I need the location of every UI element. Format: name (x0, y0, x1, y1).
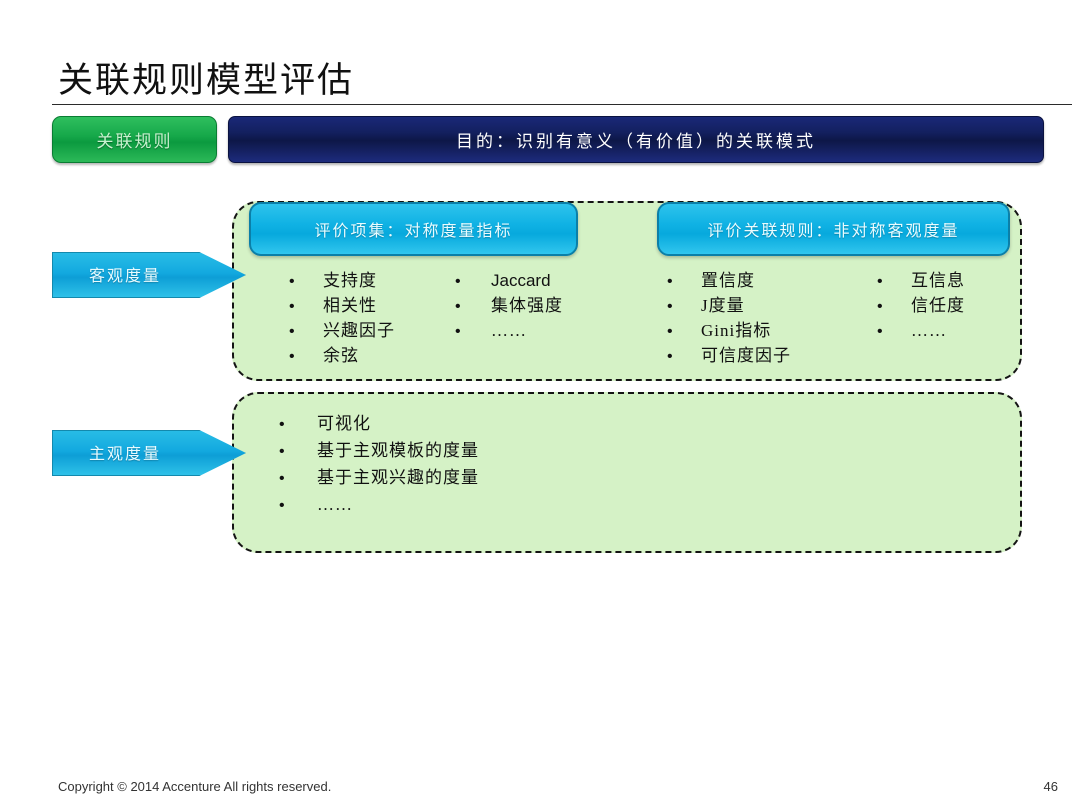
itemset-measures-column-1: • 支持度 • 相关性 • 兴趣因子 • 余弦 (289, 268, 395, 368)
list-item-label: J度量 (701, 296, 745, 315)
list-item: • Jaccard (455, 268, 563, 293)
page-title: 关联规则模型评估 (58, 61, 355, 100)
list-item: • 基于主观模板的度量 (279, 437, 479, 464)
list-item-label: …… (491, 321, 527, 340)
bullet-icon: • (289, 323, 295, 340)
callout-subjective-measures-label: 主观度量 (88, 446, 161, 463)
topic-tab-association-rules[interactable]: 关联规则 (52, 116, 217, 163)
list-item: • …… (455, 318, 563, 343)
list-item-label: …… (911, 321, 947, 340)
section-header-rules[interactable]: 评价关联规则：非对称客观度量 (657, 202, 1010, 256)
bullet-icon: • (455, 323, 461, 340)
callout-subjective-measures[interactable]: 主观度量 (52, 430, 246, 476)
bullet-icon: • (667, 348, 673, 365)
arrow-right-icon (52, 430, 246, 476)
bullet-icon: • (455, 298, 461, 315)
list-item: • 集体强度 (455, 293, 563, 318)
list-item: • 相关性 (289, 293, 395, 318)
bullet-icon: • (877, 298, 883, 315)
list-item-label: 信任度 (911, 296, 965, 315)
arrow-right-icon (52, 252, 246, 298)
list-item-label: 置信度 (701, 271, 755, 290)
list-item: • …… (877, 318, 965, 343)
bullet-icon: • (279, 443, 285, 460)
section-header-itemset[interactable]: 评价项集：对称度量指标 (249, 202, 578, 256)
footer-copyright: Copyright © 2014 Accenture All rights re… (58, 779, 332, 794)
list-item-label: …… (317, 495, 353, 514)
callout-objective-measures-label: 客观度量 (88, 268, 161, 285)
rule-measures-column-1: • 置信度 • J度量 • Gini指标 • 可信度因子 (667, 268, 791, 368)
list-item: • 置信度 (667, 268, 791, 293)
list-item: • 支持度 (289, 268, 395, 293)
list-item-label: Gini指标 (701, 321, 772, 340)
topic-tab-label: 关联规则 (96, 132, 173, 151)
list-item-label: 基于主观兴趣的度量 (317, 468, 479, 487)
subjective-measures-panel (232, 392, 1022, 553)
bullet-icon: • (289, 298, 295, 315)
purpose-banner-label: 目的：识别有意义（有价值）的关联模式 (456, 132, 816, 151)
list-item: • 互信息 (877, 268, 965, 293)
page-number: 46 (1043, 779, 1058, 794)
list-item-label: Jaccard (491, 271, 551, 290)
list-item: • 可视化 (279, 410, 479, 437)
bullet-icon: • (289, 348, 295, 365)
list-item: • J度量 (667, 293, 791, 318)
bullet-icon: • (289, 273, 295, 290)
list-item: • 兴趣因子 (289, 318, 395, 343)
section-header-itemset-label: 评价项集：对称度量指标 (314, 223, 513, 240)
title-divider (52, 104, 1072, 105)
bullet-icon: • (667, 323, 673, 340)
list-item: • 基于主观兴趣的度量 (279, 464, 479, 491)
bullet-icon: • (877, 323, 883, 340)
list-item: • 余弦 (289, 343, 395, 368)
subjective-measures-list: • 可视化 • 基于主观模板的度量 • 基于主观兴趣的度量 • …… (279, 410, 479, 518)
bullet-icon: • (279, 416, 285, 433)
list-item: • 可信度因子 (667, 343, 791, 368)
list-item-label: 支持度 (323, 271, 377, 290)
bullet-icon: • (877, 273, 883, 290)
list-item-label: 可信度因子 (701, 346, 791, 365)
list-item-label: 可视化 (317, 414, 371, 433)
section-header-rules-label: 评价关联规则：非对称客观度量 (707, 223, 960, 240)
bullet-icon: • (455, 273, 461, 290)
list-item-label: 余弦 (323, 346, 359, 365)
list-item-label: 互信息 (911, 271, 965, 290)
list-item: • 信任度 (877, 293, 965, 318)
list-item-label: 兴趣因子 (323, 321, 395, 340)
rule-measures-column-2: • 互信息 • 信任度 • …… (877, 268, 965, 343)
list-item-label: 相关性 (323, 296, 377, 315)
list-item: • Gini指标 (667, 318, 791, 343)
itemset-measures-column-2: • Jaccard • 集体强度 • …… (455, 268, 563, 343)
list-item-label: 集体强度 (491, 296, 563, 315)
list-item-label: 基于主观模板的度量 (317, 441, 479, 460)
purpose-banner: 目的：识别有意义（有价值）的关联模式 (228, 116, 1044, 163)
bullet-icon: • (667, 273, 673, 290)
bullet-icon: • (279, 497, 285, 514)
callout-objective-measures[interactable]: 客观度量 (52, 252, 246, 298)
bullet-icon: • (667, 298, 673, 315)
list-item: • …… (279, 491, 479, 518)
bullet-icon: • (279, 470, 285, 487)
